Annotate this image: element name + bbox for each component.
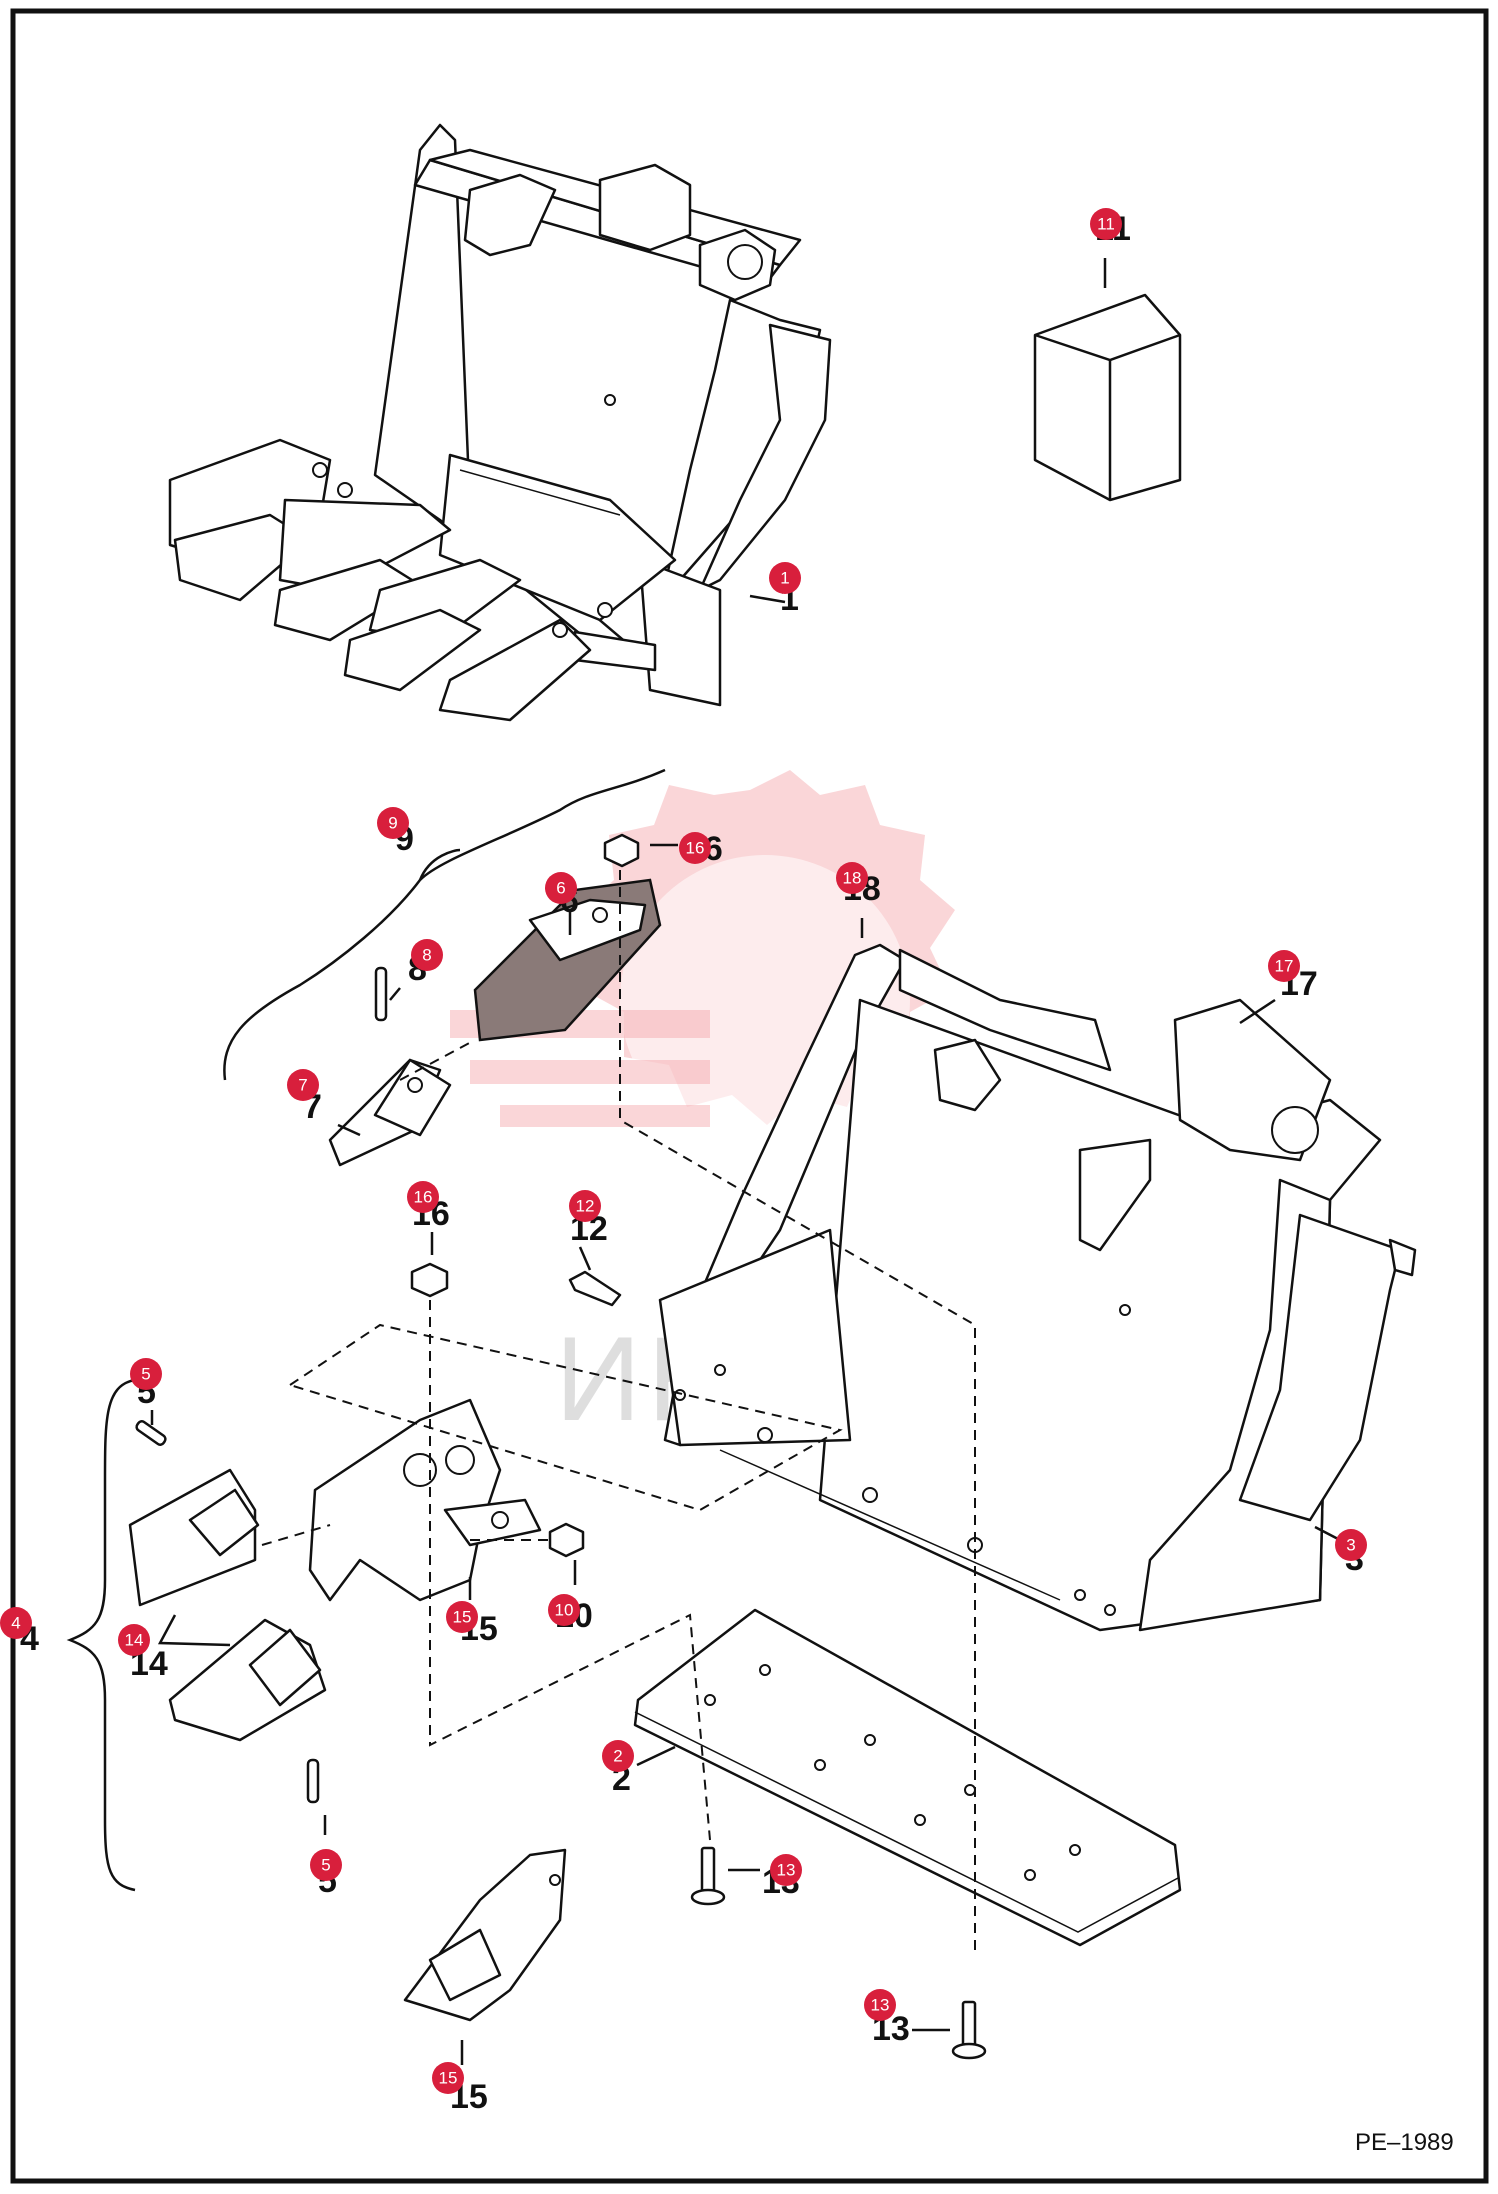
callout-badge: 13 bbox=[777, 1861, 796, 1880]
callout-10[interactable]: 10 10 bbox=[548, 1594, 593, 1635]
plow-bolt-13-b bbox=[951, 2000, 987, 2060]
callout-badge: 14 bbox=[125, 1631, 144, 1650]
callout-badge: 11 bbox=[1097, 215, 1115, 234]
callout-badge: 1 bbox=[780, 569, 789, 588]
tooth-14-a bbox=[128, 1468, 260, 1607]
callout-15-bottom[interactable]: 15 15 bbox=[432, 2062, 488, 2116]
callout-badge: 5 bbox=[321, 1856, 330, 1875]
decal-kit-box bbox=[1033, 293, 1182, 502]
nut-16-mid bbox=[410, 1262, 449, 1298]
bolt-12 bbox=[568, 1270, 622, 1307]
callout-badge: 12 bbox=[576, 1197, 595, 1216]
tooth-14-b bbox=[168, 1618, 327, 1742]
figure-ref: PE–1989 bbox=[1355, 2129, 1454, 2156]
callout-17[interactable]: 17 17 bbox=[1268, 950, 1318, 1003]
callout-badge: 10 bbox=[555, 1601, 574, 1620]
callout-badge: 5 bbox=[141, 1365, 150, 1384]
callout-badge: 3 bbox=[1346, 1536, 1355, 1555]
callout-badge: 17 bbox=[1275, 957, 1294, 976]
callout-9[interactable]: 9 9 bbox=[377, 807, 414, 858]
callout-badge: 16 bbox=[686, 839, 705, 858]
bracket-9 bbox=[223, 768, 666, 1081]
plow-bolt-13-a bbox=[690, 1846, 726, 1906]
callout-badge: 7 bbox=[298, 1076, 307, 1095]
callout-badge: 9 bbox=[388, 814, 397, 833]
bracket-4 bbox=[66, 1378, 136, 1892]
callout-4[interactable]: 4 4 bbox=[0, 1607, 39, 1658]
callout-13-a[interactable]: 13 13 bbox=[762, 1854, 802, 1901]
adapter-15-lower bbox=[403, 1848, 567, 2022]
callout-11[interactable]: 11 11 bbox=[1090, 208, 1131, 248]
callout-badge: 15 bbox=[439, 2069, 458, 2088]
callout-1[interactable]: 1 1 bbox=[769, 562, 801, 618]
callout-badge: 2 bbox=[613, 1747, 622, 1766]
bucket-assembly bbox=[168, 123, 832, 722]
bucket-body-3 bbox=[658, 943, 1417, 1632]
pin-8 bbox=[374, 966, 388, 1022]
callout-badge: 15 bbox=[453, 1608, 472, 1627]
callout-18[interactable]: 18 18 bbox=[836, 862, 881, 908]
callout-13-b[interactable]: 13 13 bbox=[864, 1989, 910, 2048]
pin-5-bottom bbox=[306, 1758, 320, 1804]
callout-5-top[interactable]: 5 5 bbox=[130, 1358, 162, 1411]
callout-15-mid[interactable]: 15 15 bbox=[446, 1601, 498, 1648]
callout-8[interactable]: 8 8 bbox=[408, 939, 443, 988]
pin-5-top bbox=[135, 1420, 167, 1446]
callout-badge: 16 bbox=[414, 1188, 433, 1207]
nut-10 bbox=[548, 1522, 585, 1558]
tooth-7 bbox=[328, 1058, 452, 1167]
callout-badge: 18 bbox=[843, 869, 862, 888]
callout-badge: 8 bbox=[422, 946, 431, 965]
nut-16-top bbox=[603, 833, 640, 868]
cutting-edge-2 bbox=[633, 1608, 1182, 1947]
callout-2[interactable]: 2 2 bbox=[602, 1740, 634, 1798]
alignment-lines bbox=[261, 870, 976, 1950]
callout-badge: 4 bbox=[11, 1614, 20, 1633]
callout-6[interactable]: 6 6 bbox=[545, 872, 579, 920]
adapter-15 bbox=[308, 1398, 542, 1602]
callout-badge: 13 bbox=[871, 1996, 890, 2015]
callout-3[interactable]: 3 3 bbox=[1335, 1529, 1367, 1578]
diagram-frame bbox=[10, 8, 1489, 2184]
callout-5-bottom[interactable]: 5 5 bbox=[310, 1849, 342, 1900]
callout-12[interactable]: 12 12 bbox=[569, 1190, 608, 1248]
callout-16-mid[interactable]: 16 16 bbox=[407, 1181, 450, 1233]
callout-badge: 6 bbox=[556, 879, 565, 898]
leader-lines bbox=[150, 258, 1341, 2065]
callout-14[interactable]: 14 14 bbox=[118, 1624, 168, 1683]
callout-7[interactable]: 7 7 bbox=[287, 1069, 322, 1126]
callout-16-top[interactable]: 16 16 bbox=[679, 830, 723, 868]
